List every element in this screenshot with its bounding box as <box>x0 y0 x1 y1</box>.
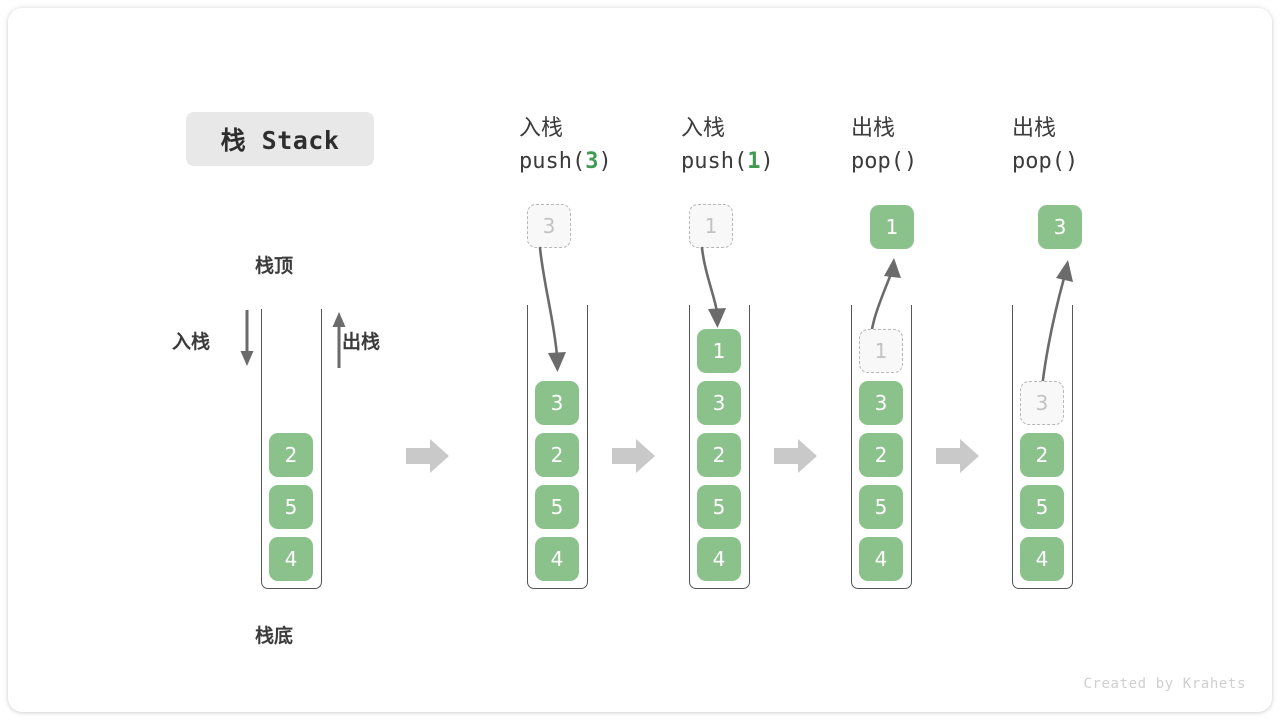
column-header-code: pop() <box>1012 149 1079 175</box>
step-arrow-icon <box>936 439 979 473</box>
stack-cell: 5 <box>535 485 579 529</box>
push-arrow-curved-icon <box>700 246 726 328</box>
push-arrow-curved-icon <box>538 246 566 372</box>
stack-container-push-1 <box>689 305 750 589</box>
stack-cell: 2 <box>1020 433 1064 477</box>
stack-cell: 2 <box>535 433 579 477</box>
stack-cells-pop-2: 3 2 5 4 <box>1020 381 1064 581</box>
stack-cell: 3 <box>859 381 903 425</box>
column-header-cn: 出栈 <box>1012 116 1057 141</box>
stack-cell: 5 <box>859 485 903 529</box>
pop-direction-label: 出栈 <box>342 331 381 353</box>
push-direction-arrow-icon <box>240 310 254 366</box>
column-header-code: push(3) <box>519 149 612 175</box>
stack-cell: 4 <box>1020 537 1064 581</box>
credit-text: Created by Krahets <box>1083 676 1246 692</box>
floating-value-pop-1: 1 <box>870 205 914 249</box>
stack-cell: 3 <box>1020 381 1064 425</box>
stack-cell: 4 <box>269 537 313 581</box>
column-header-cn: 入栈 <box>519 116 564 141</box>
diagram-card: 栈 Stack 栈顶 栈底 入栈 出栈 2 5 4 入栈 push(3) 3 <box>8 8 1272 712</box>
stack-container-initial <box>261 309 322 589</box>
floating-value-pop-2: 3 <box>1038 205 1082 249</box>
stack-cell: 5 <box>269 485 313 529</box>
stack-cell: 3 <box>535 381 579 425</box>
column-header-pop-2: 出栈 pop() <box>1012 114 1202 176</box>
stack-cell: 3 <box>697 381 741 425</box>
column-header-code: push(1) <box>681 149 774 175</box>
column-header-pop-1: 出栈 pop() <box>851 114 1041 176</box>
column-header-cn: 入栈 <box>681 116 726 141</box>
stack-cells-pop-1: 1 3 2 5 4 <box>859 329 903 581</box>
page-title: 栈 Stack <box>186 112 374 166</box>
column-header-push-3: 入栈 push(3) <box>519 114 709 176</box>
step-arrow-icon <box>406 439 449 473</box>
step-arrow-icon <box>612 439 655 473</box>
stack-cell: 2 <box>859 433 903 477</box>
stack-container-pop-2 <box>1012 305 1073 589</box>
stack-cell: 1 <box>859 329 903 373</box>
stack-cells-initial: 2 5 4 <box>269 433 313 581</box>
stack-cells-push-3: 3 2 5 4 <box>535 381 579 581</box>
column-header-cn: 出栈 <box>851 116 896 141</box>
pop-direction-arrow-icon <box>332 312 346 368</box>
stack-cell: 5 <box>697 485 741 529</box>
stack-container-push-3 <box>527 305 588 589</box>
stack-cells-push-1: 1 3 2 5 4 <box>697 329 741 581</box>
column-header-push-1: 入栈 push(1) <box>681 114 871 176</box>
stack-container-pop-1 <box>851 305 912 589</box>
stack-cell: 2 <box>269 433 313 477</box>
stack-cell: 4 <box>535 537 579 581</box>
push-direction-label: 入栈 <box>172 331 211 353</box>
stack-top-label: 栈顶 <box>255 255 294 277</box>
stack-cell: 4 <box>859 537 903 581</box>
stack-cell: 2 <box>697 433 741 477</box>
step-arrow-icon <box>774 439 817 473</box>
stack-cell: 1 <box>697 329 741 373</box>
floating-value-push-3: 3 <box>527 204 571 248</box>
column-header-code: pop() <box>851 149 918 175</box>
stack-cell: 4 <box>697 537 741 581</box>
stack-cell: 5 <box>1020 485 1064 529</box>
floating-value-push-1: 1 <box>689 204 733 248</box>
stack-bottom-label: 栈底 <box>255 625 294 647</box>
